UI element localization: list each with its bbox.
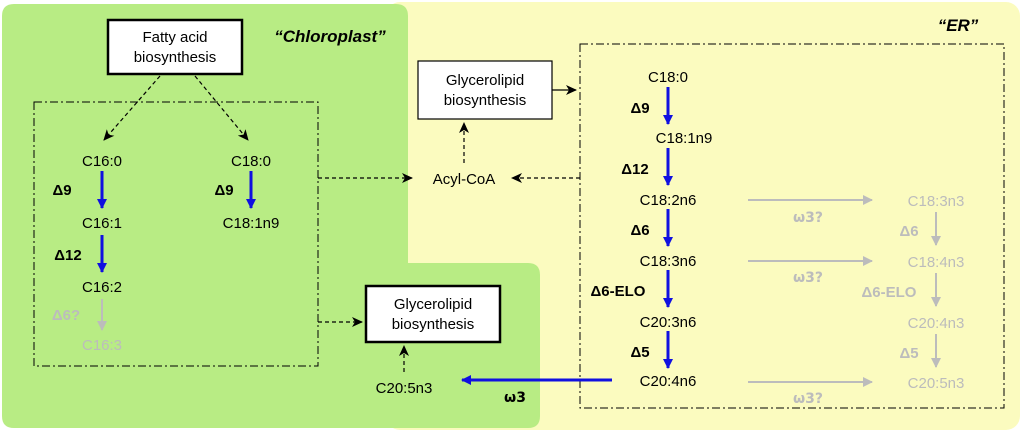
enzyme-d9-er: Δ9 — [630, 100, 649, 117]
dashed-connectors — [103, 75, 580, 372]
enzyme-d6-er: Δ6 — [630, 222, 649, 239]
label-c18-0-cp: C18:0 — [231, 153, 271, 170]
label-c16-2: C16:2 — [82, 279, 122, 296]
enzyme-d12-cp: Δ12 — [54, 247, 81, 264]
glycerolipid-chloroplast-line2: biosynthesis — [392, 316, 475, 333]
label-c18-2n6: C18:2n6 — [640, 192, 697, 209]
enzyme-d5-er: Δ5 — [630, 344, 649, 361]
glycerolipid-er-line1: Glycerolipid — [446, 72, 524, 89]
label-c16-3: C16:3 — [82, 337, 122, 354]
gray-arrows — [97, 195, 941, 387]
label-c18-3n6: C18:3n6 — [640, 253, 697, 270]
glycerolipid-er-line2: biosynthesis — [444, 92, 527, 109]
label-c18-4n3: C18:4n3 — [908, 254, 965, 271]
label-c18-0-er: C18:0 — [648, 69, 688, 86]
label-c18-3n3: C18:3n3 — [908, 193, 965, 210]
label-c16-1: C16:1 — [82, 215, 122, 232]
arrow-fa-to-c16 — [103, 75, 161, 141]
label-c18-1n9-cp: C18:1n9 — [223, 215, 280, 232]
fatty-acid-line1: Fatty acid — [142, 29, 207, 46]
enzyme-d6elo-n3: Δ6-ELO — [862, 284, 917, 301]
enzyme-d9-c16: Δ9 — [52, 182, 71, 199]
glycerolipid-chloroplast-line1: Glycerolipid — [394, 296, 472, 313]
label-c20-5n3-er: C20:5n3 — [908, 375, 965, 392]
er-label: “ER” — [938, 16, 979, 35]
label-c20-4n3: C20:4n3 — [908, 315, 965, 332]
fatty-acid-box — [106, 18, 244, 76]
label-c20-3n6: C20:3n6 — [640, 314, 697, 331]
label-c20-5n3-cp: C20:5n3 — [376, 380, 433, 397]
enzyme-w3q-1: ω3? — [793, 210, 823, 226]
chloroplast-label: “Chloroplast” — [274, 27, 386, 46]
blue-arrows — [97, 87, 673, 385]
glycerolipid-chloroplast-box — [364, 284, 502, 344]
enzyme-omega3: ω3 — [504, 390, 526, 406]
er-frame — [579, 43, 1005, 409]
enzyme-d12-er: Δ12 — [621, 161, 648, 178]
enzyme-d5-n3: Δ5 — [899, 345, 918, 362]
enzyme-d6elo-er: Δ6-ELO — [591, 283, 646, 300]
label-c16-0: C16:0 — [82, 153, 122, 170]
fatty-acid-line2: biosynthesis — [134, 49, 217, 66]
enzyme-d9-c18: Δ9 — [214, 182, 233, 199]
label-c20-4n6: C20:4n6 — [640, 373, 697, 390]
enzyme-w3q-3: ω3? — [793, 391, 823, 407]
chloroplast-frame — [33, 101, 319, 367]
label-c18-1n9-er: C18:1n9 — [656, 130, 713, 147]
enzyme-w3q-2: ω3? — [793, 270, 823, 286]
enzyme-d6q-cp: Δ6? — [52, 307, 80, 324]
glycerolipid-er-box — [417, 60, 553, 120]
label-acyl-coa: Acyl-CoA — [433, 171, 496, 188]
enzyme-d6-n3: Δ6 — [899, 223, 918, 240]
